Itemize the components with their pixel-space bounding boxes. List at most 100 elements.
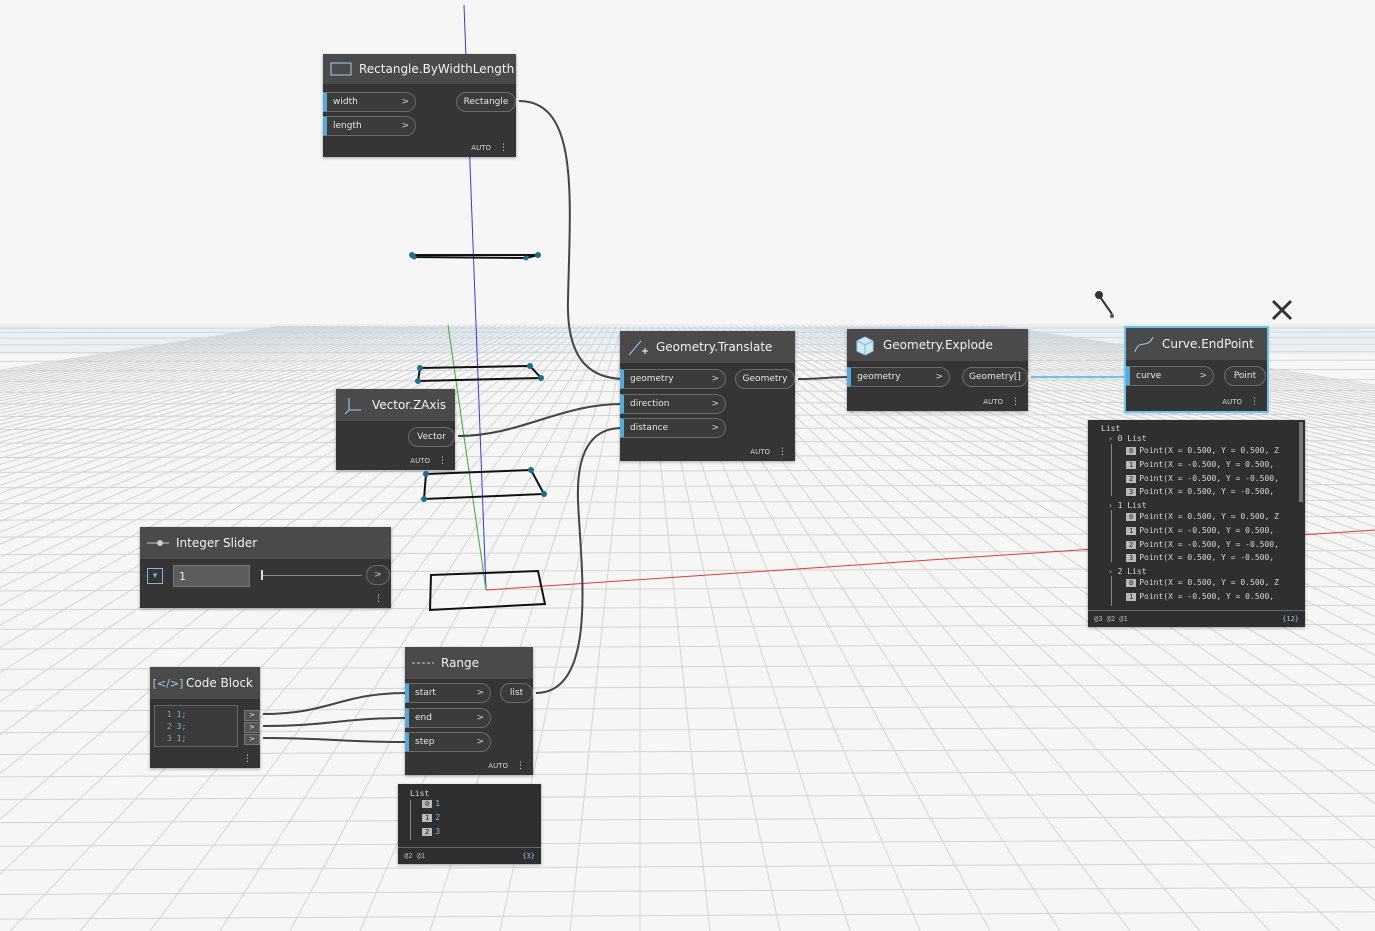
node-rectangle-bywidthlength[interactable]: Rectangle.ByWidthLength width> length> R… xyxy=(323,54,516,157)
output-port-list[interactable]: list xyxy=(500,683,533,703)
node-header[interactable]: Geometry.Explode xyxy=(847,329,1028,361)
slider-thumb[interactable] xyxy=(261,570,263,580)
input-port-width[interactable]: width> xyxy=(323,92,416,112)
chevron-right-icon: › xyxy=(1108,434,1113,443)
node-integer-slider[interactable]: Integer Slider ▾ 1 > ⋮ xyxy=(140,527,391,608)
slider-track[interactable] xyxy=(262,575,362,576)
code-editor[interactable]: 1 1; 2 3; 3 1; xyxy=(154,705,238,747)
input-port-step[interactable]: step> xyxy=(405,732,491,752)
output-port-line-1[interactable]: > xyxy=(244,710,260,721)
node-footer: AUTO ⋮ xyxy=(471,143,508,153)
input-port-geometry[interactable]: geometry> xyxy=(847,367,950,387)
output-port-line-3[interactable]: > xyxy=(244,734,260,745)
node-vector-zaxis[interactable]: Vector.ZAxis Vector AUTO ⋮ xyxy=(336,389,455,470)
node-geometry-explode[interactable]: Geometry.Explode geometry> Geometry[] AU… xyxy=(847,329,1028,411)
node-geometry-translate[interactable]: Geometry.Translate geometry> direction> … xyxy=(620,331,795,461)
output-port-point[interactable]: Point xyxy=(1224,366,1266,386)
y-axis-line xyxy=(447,324,487,591)
node-header[interactable]: Integer Slider xyxy=(140,527,391,559)
list-group-header[interactable]: › 2 List xyxy=(1108,567,1147,576)
lacing-label[interactable]: AUTO xyxy=(1222,398,1242,406)
input-port-curve[interactable]: curve> xyxy=(1126,366,1214,386)
chevron-right-icon: > xyxy=(476,737,484,747)
tree-line xyxy=(410,800,411,840)
node-code-block[interactable]: [</>] Code Block 1 1; 2 3; 3 1; > > > ⋮ xyxy=(150,667,260,768)
list-levels[interactable]: @2 @1 xyxy=(404,852,426,860)
more-options-icon[interactable]: ⋮ xyxy=(778,447,787,457)
node-curve-endpoint[interactable]: Curve.EndPoint curve> Point AUTO ⋮ xyxy=(1124,326,1269,413)
node-header[interactable]: Vector.ZAxis xyxy=(336,389,455,421)
node-header[interactable]: Curve.EndPoint xyxy=(1126,328,1267,360)
node-header[interactable]: Range xyxy=(405,647,533,679)
more-options-icon[interactable]: ⋮ xyxy=(516,761,525,771)
output-port-geometry-array[interactable]: Geometry[] xyxy=(962,367,1028,387)
node-title: Geometry.Explode xyxy=(883,338,993,352)
output-port-vector[interactable]: Vector xyxy=(408,427,455,447)
code-line: 1 1; xyxy=(167,710,187,719)
chevron-right-icon: > xyxy=(1199,371,1207,381)
input-port-end[interactable]: end> xyxy=(405,708,491,728)
lacing-label[interactable]: AUTO xyxy=(488,762,508,770)
node-footer: ⋮ xyxy=(243,754,252,764)
node-title: Rectangle.ByWidthLength xyxy=(359,62,515,76)
lacing-label[interactable]: AUTO xyxy=(983,398,1003,406)
output-port-slider[interactable]: > xyxy=(366,565,390,585)
node-header[interactable]: Rectangle.ByWidthLength xyxy=(323,54,516,84)
output-port-line-2[interactable]: > xyxy=(244,722,260,733)
more-options-icon[interactable]: ⋮ xyxy=(1011,397,1020,407)
preview-header: List xyxy=(410,789,430,798)
node-footer: AUTO ⋮ xyxy=(1222,397,1259,407)
input-port-direction[interactable]: direction> xyxy=(620,394,726,414)
rectangle-geometry-3 xyxy=(428,569,547,612)
output-port-geometry[interactable]: Geometry xyxy=(735,369,795,389)
node-header[interactable]: Geometry.Translate xyxy=(620,331,795,363)
lacing-label[interactable]: AUTO xyxy=(410,457,430,465)
more-options-icon[interactable]: ⋮ xyxy=(499,143,508,153)
lacing-label[interactable]: AUTO xyxy=(750,448,770,456)
output-port-rectangle[interactable]: Rectangle xyxy=(456,92,516,112)
input-port-length[interactable]: length> xyxy=(323,116,416,136)
node-footer: AUTO ⋮ xyxy=(983,397,1020,407)
input-port-geometry[interactable]: geometry> xyxy=(620,369,726,389)
input-port-distance[interactable]: distance> xyxy=(620,418,726,438)
code-line: 2 3; xyxy=(167,722,187,731)
node-header[interactable]: [</>] Code Block xyxy=(150,667,260,699)
node-title: Vector.ZAxis xyxy=(372,398,447,412)
list-levels[interactable]: @3 @2 @1 xyxy=(1094,615,1128,623)
lacing-label[interactable]: AUTO xyxy=(471,144,491,152)
more-options-icon[interactable]: ⋮ xyxy=(1250,397,1259,407)
wire-translate-explode xyxy=(797,376,850,380)
slider-value-input[interactable]: 1 xyxy=(173,565,250,587)
more-options-icon[interactable]: ⋮ xyxy=(243,754,252,764)
chevron-right-icon: > xyxy=(401,97,409,107)
scrollbar-thumb[interactable] xyxy=(1299,422,1303,502)
list-group-header[interactable]: › 1 List xyxy=(1108,501,1147,510)
input-port-start[interactable]: start> xyxy=(405,683,491,703)
more-options-icon[interactable]: ⋮ xyxy=(374,594,383,604)
more-options-icon[interactable]: ⋮ xyxy=(438,456,447,466)
code-line: 3 1; xyxy=(167,734,187,743)
close-x-icon[interactable] xyxy=(1270,298,1294,328)
endpoint-markers xyxy=(409,252,547,502)
eyedropper-icon[interactable] xyxy=(1092,290,1118,326)
expand-toggle-icon[interactable]: ▾ xyxy=(147,568,163,584)
node-title: Integer Slider xyxy=(176,536,258,550)
list-group-header[interactable]: › 0 List xyxy=(1108,434,1147,443)
node-range[interactable]: Range start> end> step> list AUTO ⋮ xyxy=(405,647,533,775)
axis-icon xyxy=(342,394,366,416)
range-icon xyxy=(411,652,435,674)
rectangle-geometry-0 xyxy=(409,254,539,260)
item-count: {3} xyxy=(522,852,535,860)
